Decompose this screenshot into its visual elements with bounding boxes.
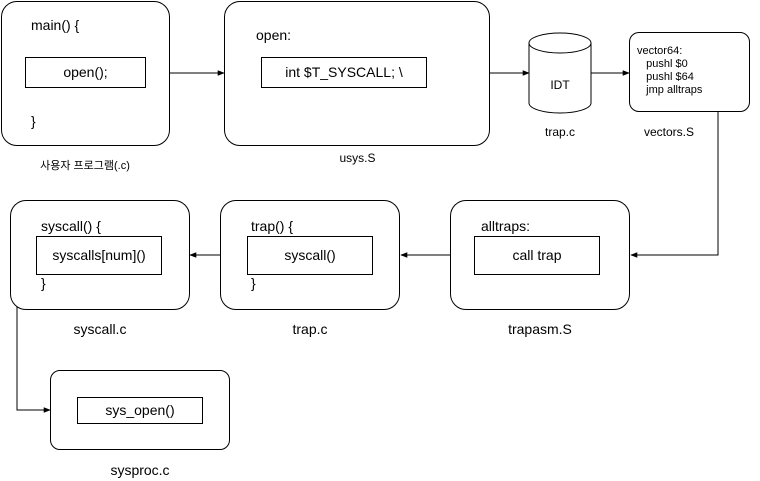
call-trap-box [474, 236, 600, 275]
usys-caption: usys.S [339, 151, 376, 165]
syscall-call-label: syscall() [284, 247, 336, 263]
vectors-line-4: jmp alltraps [637, 84, 703, 96]
user-program-caption: 사용자 프로그램(.c) [40, 160, 130, 172]
arrow-vectors-to-trapasm [630, 112, 719, 258]
trap-caption: trap.c [292, 321, 328, 337]
syscall-header: syscall() { [41, 218, 101, 234]
sys-open-label: sys_open() [105, 402, 175, 418]
syscall-call-box [247, 236, 373, 275]
open-call-box [25, 57, 146, 88]
syscall-footer: } [41, 275, 46, 291]
trapasm-caption: trapasm.S [508, 321, 572, 337]
user-program-footer: } [31, 113, 36, 129]
sys-open-box [77, 397, 203, 424]
sysproc-caption: sysproc.c [110, 462, 170, 478]
trap-header: trap() { [251, 218, 294, 234]
idt-label: IDT [550, 78, 570, 92]
syscalls-table-box [36, 236, 162, 275]
trapasm-label: alltraps: [481, 218, 531, 234]
int-syscall-box [261, 57, 427, 88]
vectors-line-1: vector64: [637, 45, 683, 57]
int-syscall-label: int $T_SYSCALL; \ [285, 64, 403, 80]
vectors-box [629, 32, 750, 112]
usys-label: open: [256, 27, 292, 43]
vectors-line-3: pushl $64 [637, 71, 694, 83]
syscalls-table-label: syscalls[num]() [52, 247, 146, 263]
trap-footer: } [251, 275, 256, 291]
syscall-caption: syscall.c [73, 321, 127, 337]
call-trap-label: call trap [512, 247, 562, 263]
open-call-label: open(); [63, 64, 108, 80]
user-program-header: main() { [31, 17, 80, 33]
idt-caption: trap.c [544, 125, 575, 139]
vectors-line-2: pushl $0 [637, 58, 688, 70]
vectors-caption: vectors.S [643, 125, 694, 139]
idt-cylinder-icon [528, 32, 592, 114]
